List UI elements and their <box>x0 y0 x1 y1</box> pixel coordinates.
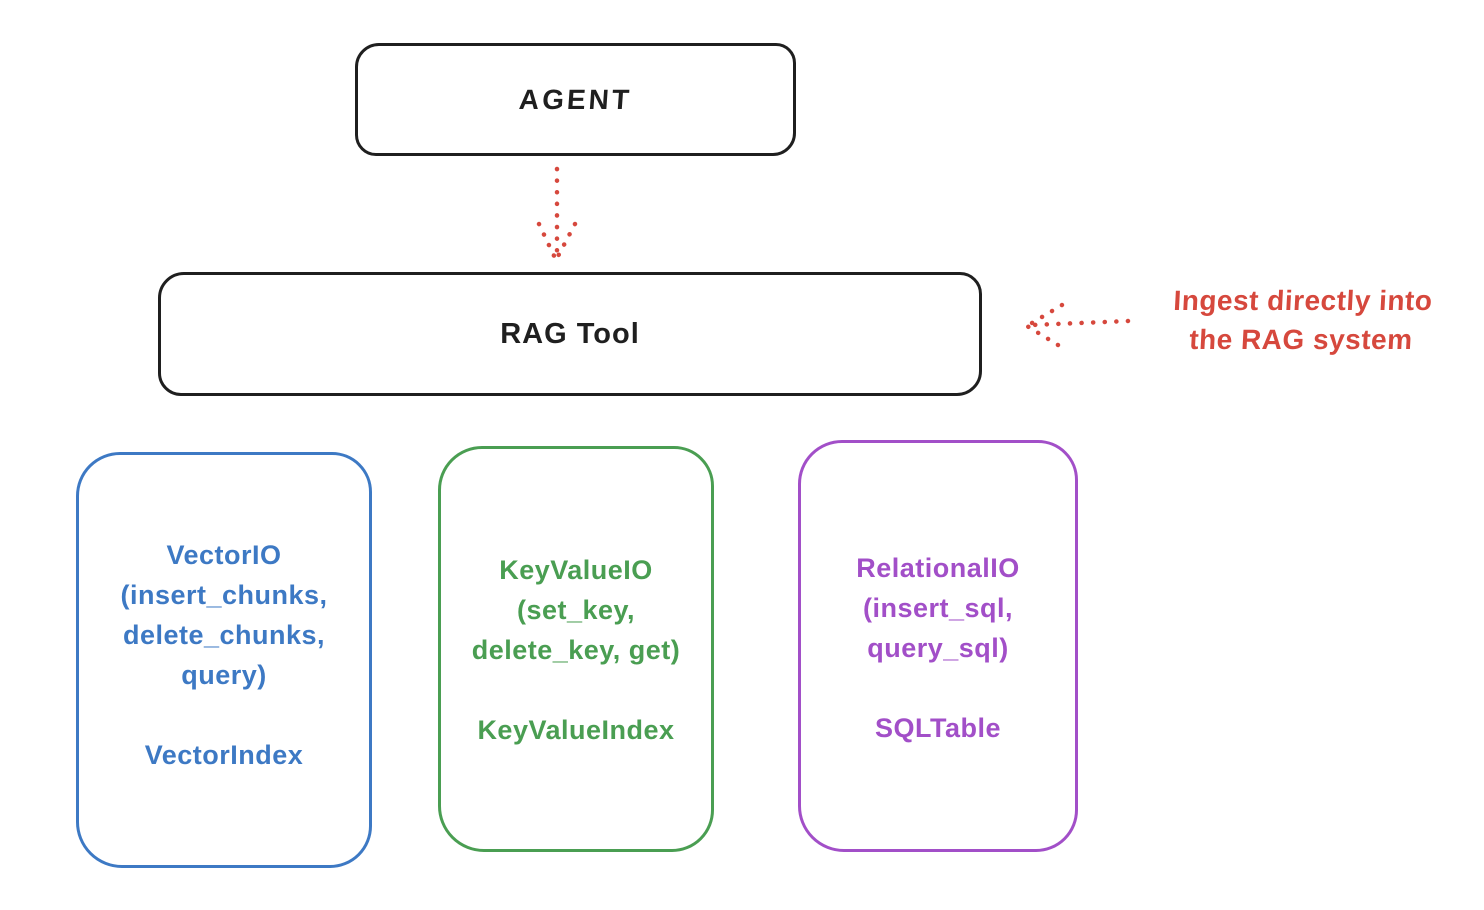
store-line: delete_key, get) <box>471 635 681 665</box>
relational-store-box: RelationalIO (insert_sql, query_sql) SQL… <box>798 440 1078 852</box>
store-line: query) <box>181 660 267 690</box>
agent-to-ragtool-arrow <box>536 166 578 263</box>
ingest-annotation-line1: Ingest directly into <box>1172 285 1434 316</box>
store-line: VectorIO <box>166 540 282 570</box>
ingest-annotation-line2: the RAG system <box>1188 324 1414 355</box>
keyvalue-index-label: KeyValueIndex <box>477 715 675 745</box>
spacer <box>801 668 1075 708</box>
ingest-arrow <box>1024 302 1131 348</box>
store-line: delete_chunks, <box>122 620 326 650</box>
rag-tool-label: RAG Tool <box>500 317 640 350</box>
store-line: RelationalIO <box>856 553 1020 583</box>
rag-tool-box: RAG Tool <box>158 272 982 396</box>
spacer <box>79 695 369 735</box>
vector-index-label: VectorIndex <box>144 740 304 770</box>
sqltable-label: SQLTable <box>874 713 1001 743</box>
vector-store-box: VectorIO (insert_chunks, delete_chunks, … <box>76 452 372 868</box>
store-line: (insert_sql, <box>862 593 1014 623</box>
agent-box: AGENT <box>355 43 796 156</box>
store-line: KeyValueIO <box>499 555 653 585</box>
ingest-annotation: Ingest directly into the RAG system <box>1126 281 1478 359</box>
keyvalue-store-box: KeyValueIO (set_key, delete_key, get) Ke… <box>438 446 714 852</box>
store-line: (set_key, <box>516 595 636 625</box>
spacer <box>441 670 711 710</box>
store-line: (insert_chunks, <box>120 580 328 610</box>
agent-label: AGENT <box>517 83 634 115</box>
store-line: query_sql) <box>867 633 1009 663</box>
